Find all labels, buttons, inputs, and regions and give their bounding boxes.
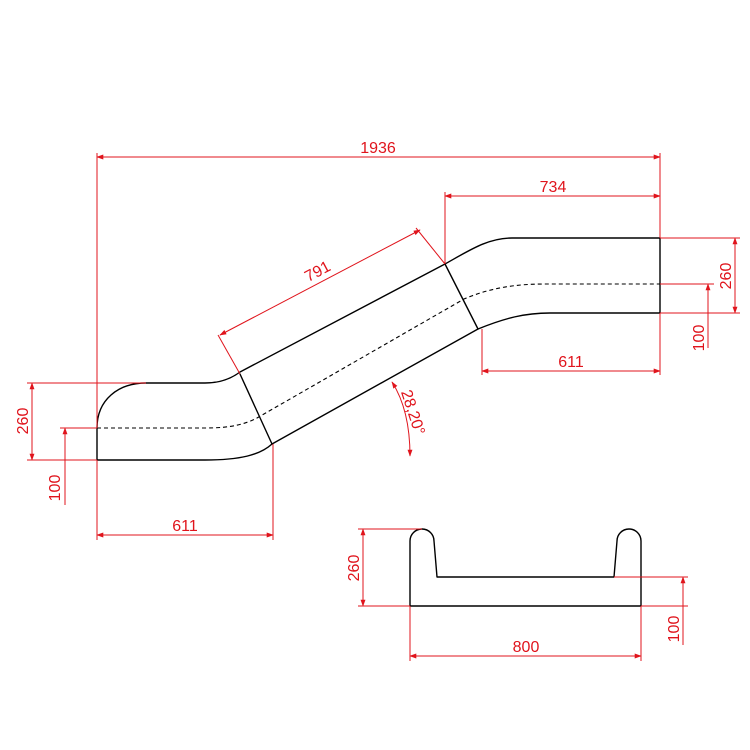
slide-top-edge bbox=[96, 237, 661, 461]
incline-extension-upper bbox=[415, 227, 446, 265]
slide-side-view bbox=[96, 237, 661, 461]
top-depth-label: 100 bbox=[691, 325, 708, 352]
slide-bottom-edge bbox=[96, 237, 661, 461]
incline-angle-label: 28,20° bbox=[397, 388, 428, 437]
section-joint-upper bbox=[444, 263, 479, 330]
bottom-flat-length-label: 611 bbox=[172, 518, 198, 535]
cross-section-outline bbox=[409, 528, 642, 607]
slide-centerline bbox=[97, 283, 660, 429]
incline-angle-arc bbox=[391, 381, 413, 457]
section-width-label: 800 bbox=[513, 639, 540, 656]
bottom-depth-label: 100 bbox=[47, 475, 64, 502]
incline-extension-lower bbox=[217, 334, 241, 375]
cross-section-dimensions: 260 100 800 bbox=[346, 528, 688, 661]
incline-dimension-line bbox=[219, 229, 421, 336]
section-joint-lower bbox=[239, 373, 273, 445]
overall-length-label: 1936 bbox=[360, 140, 396, 157]
slide-cross-section bbox=[409, 528, 642, 607]
top-run-length-label: 734 bbox=[540, 179, 567, 196]
section-height-label: 260 bbox=[346, 555, 363, 582]
bottom-height-label: 260 bbox=[15, 408, 32, 435]
top-flat-length-label: 611 bbox=[558, 354, 584, 371]
incline-length-label: 791 bbox=[302, 258, 334, 286]
top-height-label: 260 bbox=[718, 263, 735, 290]
side-view-dimensions: 1936 734 791 28,20° 260 100 611 260 bbox=[15, 140, 740, 540]
section-depth-label: 100 bbox=[666, 616, 683, 643]
